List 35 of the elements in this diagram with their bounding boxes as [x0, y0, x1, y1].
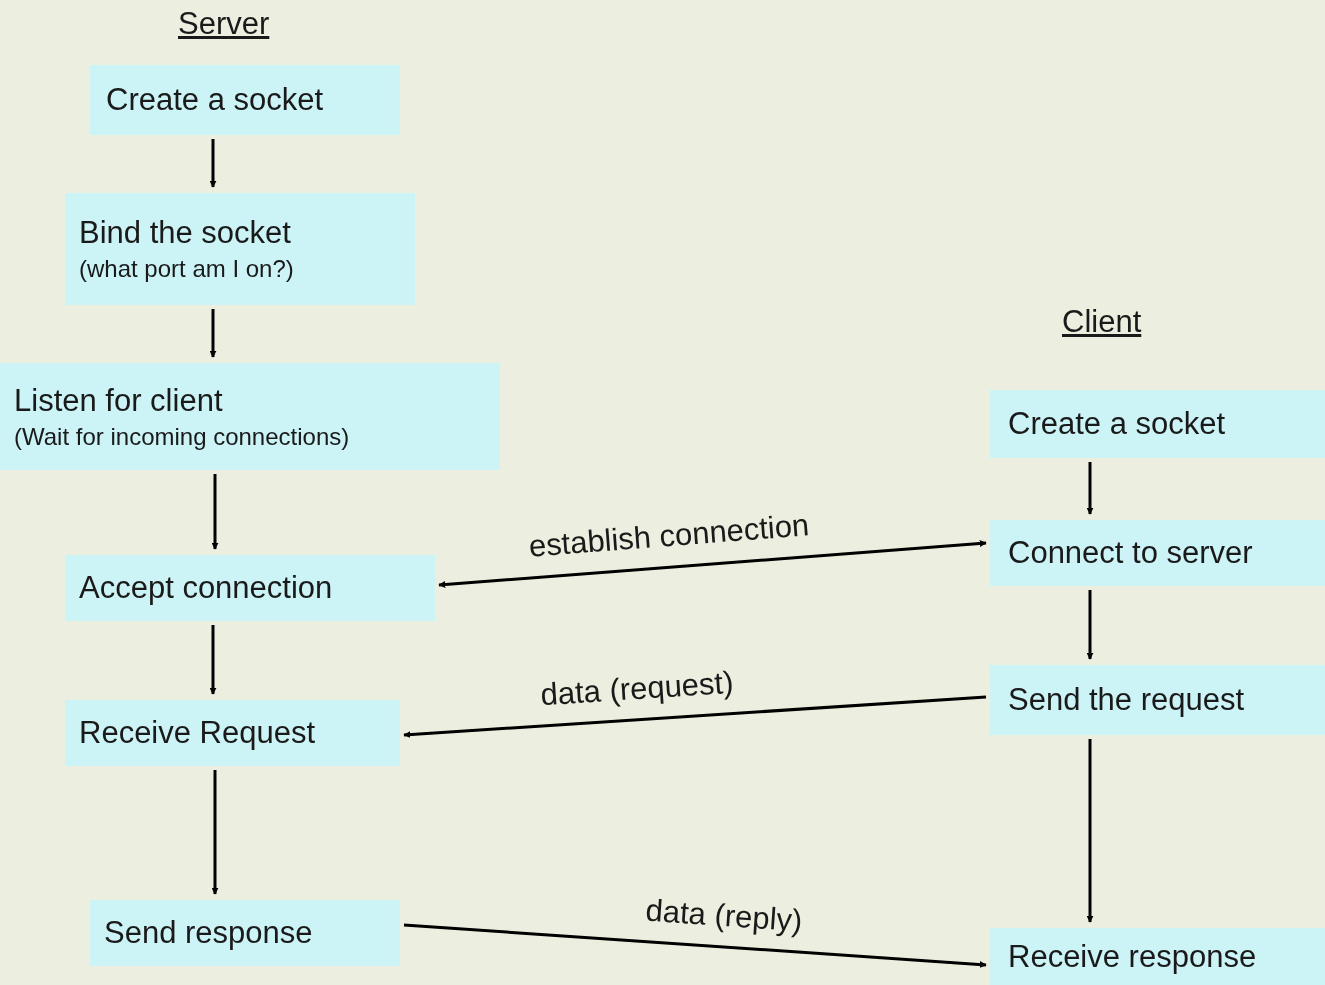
- arrow: [1086, 739, 1094, 923]
- process-box: [90, 900, 400, 966]
- arrow: [209, 625, 217, 695]
- step-title: Receive response: [1008, 937, 1258, 976]
- step-title: Accept connection: [79, 569, 334, 607]
- process-box: [990, 520, 1325, 586]
- step-title: Create a socket: [1008, 405, 1227, 443]
- step-title: Connect to server: [1008, 534, 1254, 572]
- step-title: Send the request: [1008, 681, 1246, 719]
- arrow: [403, 695, 987, 739]
- step-title: Bind the socket: [79, 214, 292, 252]
- process-box: [0, 363, 500, 470]
- process-box: [990, 928, 1325, 985]
- arrow: [209, 139, 217, 188]
- step-title: Listen for client: [14, 381, 224, 420]
- step-note: (Wait for incoming connections): [14, 421, 351, 452]
- arrow: [211, 770, 219, 895]
- process-box: [990, 665, 1325, 735]
- step-title: Receive Request: [79, 714, 317, 752]
- process-box: [90, 65, 400, 135]
- process-box: [65, 700, 400, 766]
- arrow: [211, 474, 219, 550]
- step-note: (what port am I on?): [79, 254, 295, 284]
- process-box: [65, 555, 435, 621]
- step-title: Send response: [104, 914, 314, 952]
- column-heading: Client: [1062, 303, 1142, 341]
- process-box: [65, 193, 415, 305]
- arrow: [438, 540, 987, 588]
- arrow: [209, 309, 217, 358]
- arrow: [403, 923, 987, 969]
- arrow: [1086, 590, 1094, 660]
- process-box: [990, 390, 1325, 458]
- step-title: Create a socket: [106, 81, 325, 119]
- arrow: [1086, 462, 1094, 515]
- column-heading: Server: [178, 5, 270, 43]
